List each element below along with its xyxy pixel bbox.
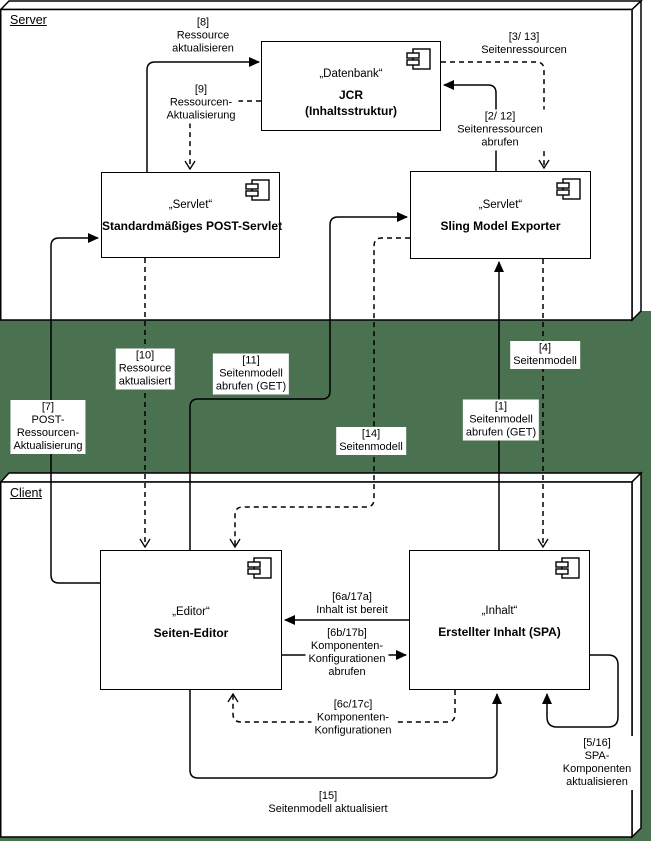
- label-line: [6a/17a]: [332, 591, 372, 603]
- edge-15-seitenmodell-aktualisiert: [189, 690, 502, 779]
- server-node-shape: [0, 0, 643, 322]
- edge-2-12-seitenressourcen-abrufen: [443, 80, 497, 171]
- label-line: Komponenten-: [310, 640, 384, 652]
- edge-14-seitenmodell: [229, 237, 410, 549]
- edge-label-6a-17a: [6a/17a] Inhalt ist bereit: [313, 590, 391, 618]
- label-line: Seitenmodell: [339, 441, 403, 453]
- label-line: Konfigurationen: [314, 724, 392, 737]
- label-line: [7]: [41, 401, 55, 413]
- component-erstellter-inhalt-spa: „Inhalt“ Erstellter Inhalt (SPA): [409, 550, 590, 690]
- component-icon: [555, 557, 580, 579]
- edge-label-9: [9] Ressourcen- Aktualisierung: [163, 82, 239, 124]
- edge-label-6b-17b: [6b/17b] Komponenten- Konfigurationen ab…: [305, 626, 389, 680]
- label-line: [14]: [361, 428, 381, 440]
- edge-11-seitenmodell-abrufen: [189, 212, 408, 550]
- label-line: Konfigurationen: [308, 653, 386, 665]
- component-name: Seiten-Editor: [153, 626, 229, 640]
- server-section-label: Server: [10, 13, 47, 27]
- component-stereotype: „Servlet“: [168, 199, 213, 211]
- edge-label-8: [8] Ressource aktualisieren: [169, 15, 237, 57]
- label-line: Ressource: [176, 29, 230, 42]
- label-line: Aktualisierung: [166, 109, 236, 122]
- edge-label-15: [15] Seitenmodell aktualisiert: [265, 789, 390, 817]
- component-seiten-editor: „Editor“ Seiten-Editor: [100, 550, 282, 690]
- label-line: Seitenmodell: [469, 413, 533, 426]
- label-line: [10]: [135, 349, 155, 362]
- label-line: abrufen (GET): [465, 426, 537, 439]
- component-post-servlet: „Servlet“ Standardmäßiges POST-Servlet: [101, 172, 283, 258]
- label-line: abrufen: [481, 136, 519, 149]
- label-line: abrufen: [328, 666, 366, 678]
- label-line: POST-: [31, 414, 65, 426]
- component-name: Standardmäßiges POST-Servlet: [102, 219, 283, 233]
- label-line: [8]: [196, 16, 210, 29]
- label-line: [9]: [194, 83, 208, 96]
- label-line: [11]: [242, 354, 260, 367]
- edge-label-2-12: [2/ 12] Seitenressourcen abrufen: [454, 109, 546, 151]
- label-line: Ressource: [118, 362, 172, 375]
- label-line: Ressourcen-: [16, 427, 80, 439]
- label-line: aktualisieren: [566, 776, 628, 788]
- edge-5-16-spa-komponenten-aktualisieren: [542, 654, 619, 728]
- component-jcr: „Datenbank“ JCR (Inhaltsstruktur): [261, 41, 441, 131]
- edge-label-6c-17c: [6c/17c] Komponenten- Konfigurationen: [311, 697, 395, 739]
- component-stereotype: „Datenbank“: [319, 68, 383, 80]
- edge-label-1: [1] Seitenmodell abrufen (GET): [462, 399, 540, 441]
- edge-label-14: [14] Seitenmodell: [336, 427, 406, 455]
- label-line: SPA-: [584, 750, 610, 762]
- edge-label-4: [4] Seitenmodell: [510, 341, 580, 369]
- component-icon: [245, 179, 270, 201]
- label-line: [1]: [494, 400, 508, 413]
- label-line: Seitenmodell: [513, 355, 577, 367]
- label-line: Ressourcen-: [169, 96, 233, 109]
- label-line: [2/ 12]: [484, 110, 516, 123]
- label-line: [6b/17b]: [327, 627, 367, 639]
- label-line: Komponenten-: [316, 711, 390, 724]
- component-icon: [406, 48, 431, 70]
- label-line: [5/16]: [583, 737, 611, 749]
- component-name: Sling Model Exporter: [440, 219, 561, 233]
- edge-8-ressource-aktualisieren: [146, 57, 260, 172]
- component-stereotype: „Servlet“: [478, 199, 523, 211]
- client-section-label: Client: [10, 486, 42, 500]
- component-name: Erstellter Inhalt (SPA): [438, 625, 561, 639]
- component-stereotype: „Editor“: [172, 606, 210, 618]
- label-line: Aktualisierung: [13, 440, 83, 452]
- label-line: [6c/17c]: [333, 698, 373, 711]
- edge-label-7: [7] POST- Ressourcen- Aktualisierung: [10, 400, 86, 454]
- label-line: Seitenmodell: [219, 367, 283, 380]
- edge-label-5-16: [5/16] SPA- Komponenten aktualisieren: [559, 736, 635, 790]
- component-stereotype: „Inhalt“: [481, 605, 518, 617]
- label-line: [15]: [318, 790, 338, 802]
- component-icon: [556, 178, 581, 200]
- label-line: aktualisiert: [118, 375, 172, 388]
- component-icon: [247, 557, 272, 579]
- edge-label-11: [11] Seitenmodell abrufen (GET): [212, 353, 290, 395]
- label-line: [3/ 13]: [508, 31, 540, 43]
- label-line: Seitenressourcen: [457, 123, 543, 136]
- component-sling-model-exporter: „Servlet“ Sling Model Exporter: [410, 171, 591, 259]
- label-line: [4]: [538, 342, 552, 354]
- edge-3-13-seitenressourcen: [441, 61, 550, 170]
- label-line: Seitenmodell aktualisiert: [268, 803, 388, 815]
- label-line: Komponenten: [562, 763, 632, 775]
- label-line: Inhalt ist bereit: [316, 604, 388, 616]
- edge-label-10: [10] Ressource aktualisiert: [115, 348, 175, 390]
- component-name: JCR: [338, 88, 363, 102]
- label-line: aktualisieren: [172, 42, 234, 55]
- label-line: Seitenressourcen: [481, 44, 567, 56]
- label-line: abrufen (GET): [215, 380, 287, 393]
- edge-label-3-13: [3/ 13] Seitenressourcen: [478, 30, 570, 58]
- component-name-line2: (Inhaltsstruktur): [304, 104, 397, 118]
